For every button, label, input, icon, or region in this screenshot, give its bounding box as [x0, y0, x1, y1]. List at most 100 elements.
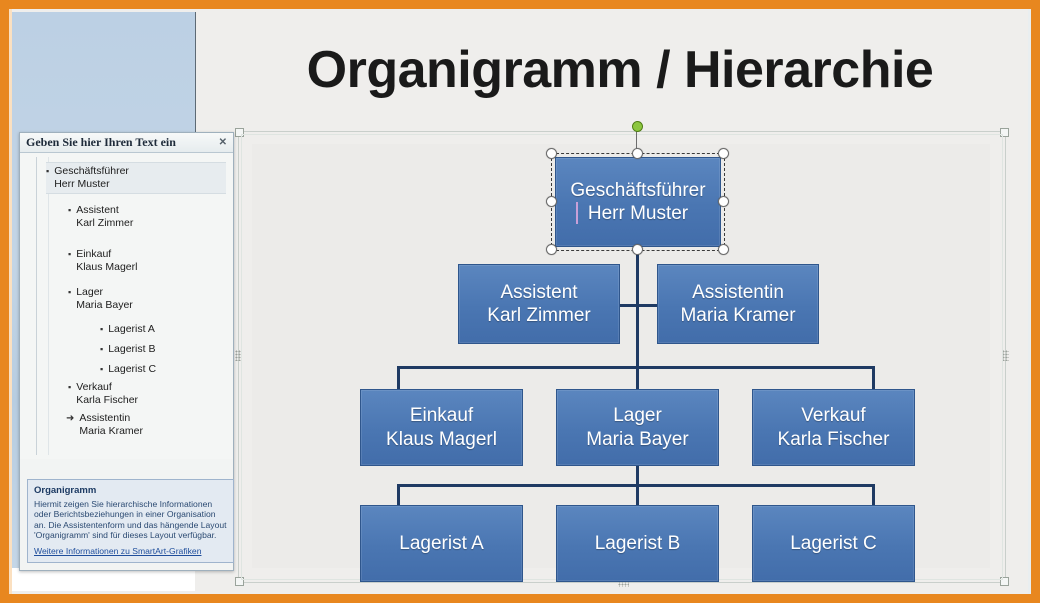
org-node-lagerist-c[interactable]: Lagerist C — [752, 505, 915, 582]
placeholder-handle-top-right[interactable] — [1000, 128, 1009, 137]
resize-handle-bottom-left[interactable] — [546, 244, 557, 255]
list-item[interactable]: ▪ Lagerist C — [100, 363, 156, 376]
placeholder-handle-bottom-middle[interactable] — [618, 580, 629, 587]
list-item-line1: Lager — [76, 286, 104, 298]
connector-drop-lagerist-a — [397, 484, 400, 506]
frame-border-top — [0, 0, 1040, 9]
org-node-einkauf[interactable]: Einkauf Klaus Magerl — [360, 389, 523, 466]
smartart-placeholder-frame[interactable] — [235, 128, 1009, 587]
placeholder-handle-bottom-right[interactable] — [1000, 577, 1009, 586]
org-node-line1: Lagerist C — [790, 532, 877, 554]
list-item-line2: Maria Bayer — [76, 298, 133, 311]
list-item[interactable]: ▪ Lagerist A — [100, 323, 155, 336]
resize-handle-top-center[interactable] — [632, 148, 643, 159]
more-info-link[interactable]: Weitere Informationen zu SmartArt-Grafik… — [34, 545, 202, 556]
list-item-label: Geschäftsführer Herr Muster — [54, 165, 129, 190]
list-item-label: Lagerist B — [108, 343, 156, 355]
resize-handle-top-right[interactable] — [718, 148, 729, 159]
connector-lager-trunk — [636, 464, 639, 486]
left-panel-footer — [12, 568, 195, 591]
close-icon[interactable]: ✕ — [218, 136, 227, 148]
org-node-geschaeftsfuehrer[interactable]: Geschäftsführer Herr Muster — [555, 157, 721, 247]
list-item[interactable]: ➜ Assistentin Maria Kramer — [66, 412, 143, 437]
slide-canvas: Organigramm / Hierarchie — [12, 12, 1028, 591]
list-item-line1: Einkauf — [76, 248, 112, 260]
arrow-bullet-icon: ➜ — [66, 413, 75, 424]
list-item[interactable]: ▪ Lagerist B — [100, 343, 155, 356]
frame-border-bottom — [0, 594, 1040, 603]
outline-rail-secondary — [48, 157, 49, 455]
list-item[interactable]: ▪ Geschäftsführer Herr Muster — [46, 162, 226, 194]
resize-handle-top-left[interactable] — [546, 148, 557, 159]
bullet-icon: ▪ — [46, 166, 50, 176]
text-pane-header: Geben Sie hier Ihren Text ein ✕ — [20, 133, 233, 153]
bullet-icon: ▪ — [68, 205, 72, 215]
resize-handle-middle-right[interactable] — [718, 196, 729, 207]
bullet-icon: ▪ — [68, 382, 72, 392]
list-item-label: Einkauf Klaus Magerl — [76, 248, 137, 273]
org-node-line1: Assistentin — [692, 281, 784, 303]
list-item[interactable]: ▪ Einkauf Klaus Magerl — [68, 248, 137, 273]
list-item-line1: Assistentin — [79, 412, 131, 424]
placeholder-handle-right-middle[interactable] — [1002, 350, 1009, 361]
page-title: Organigramm / Hierarchie — [306, 41, 934, 99]
org-node-lagerist-b[interactable]: Lagerist B — [556, 505, 719, 582]
frame-border-right — [1031, 0, 1040, 603]
list-item-label: Lagerist C — [108, 363, 157, 375]
connector-drop-verkauf — [872, 366, 875, 390]
list-item-line2: Klaus Magerl — [76, 260, 138, 273]
org-node-line1: Assistent — [500, 281, 578, 303]
list-item-label: Lagerist A — [108, 323, 155, 335]
placeholder-handle-left-middle[interactable] — [235, 350, 242, 361]
list-item-line1: Verkauf — [76, 381, 112, 393]
bullet-icon: ▪ — [100, 344, 104, 354]
list-item-label: Lager Maria Bayer — [76, 286, 133, 311]
connector-assistant-left-stub — [618, 304, 638, 307]
rotate-handle[interactable] — [632, 121, 643, 132]
org-node-line1: Einkauf — [409, 405, 474, 427]
resize-handle-middle-left[interactable] — [546, 196, 557, 207]
org-node-line1: Lager — [613, 405, 662, 427]
frame-inner-right — [1028, 9, 1031, 594]
list-item[interactable]: ▪ Verkauf Karla Fischer — [68, 381, 138, 406]
frame-inner-left — [9, 9, 12, 594]
org-node-line2: Maria Kramer — [680, 305, 796, 326]
layout-description-box: Organigramm Hiermit zeigen Sie hierarchi… — [27, 478, 234, 563]
text-caret — [576, 202, 578, 224]
org-node-assistentin[interactable]: Assistentin Maria Kramer — [657, 264, 819, 344]
resize-handle-bottom-right[interactable] — [718, 244, 729, 255]
list-item[interactable]: ▪ Assistent Karl Zimmer — [68, 204, 133, 229]
placeholder-handle-top-left[interactable] — [235, 128, 244, 137]
placeholder-handle-bottom-left[interactable] — [235, 577, 244, 586]
org-node-lager[interactable]: Lager Maria Bayer — [556, 389, 719, 466]
resize-handle-bottom-center[interactable] — [632, 244, 643, 255]
bullet-icon: ▪ — [100, 324, 104, 334]
org-node-line2: Maria Bayer — [586, 428, 689, 450]
org-node-lagerist-a[interactable]: Lagerist A — [360, 505, 523, 582]
list-item-line2: Maria Kramer — [79, 424, 143, 437]
org-node-line1: Lagerist A — [399, 532, 484, 554]
smartart-canvas[interactable]: Geschäftsführer Herr Muster Assistent Ka… — [252, 121, 990, 582]
frame-border-left — [0, 0, 9, 603]
org-node-line1: Verkauf — [801, 405, 866, 427]
layout-description-body: Hiermit zeigen Sie hierarchische Informa… — [34, 498, 227, 541]
org-node-line1: Geschäftsführer — [570, 179, 706, 201]
list-item-line1: Geschäftsführer — [54, 165, 129, 177]
rotate-handle-stem — [636, 130, 637, 153]
bullet-icon: ▪ — [100, 364, 104, 374]
org-node-line2: Karl Zimmer — [487, 305, 591, 326]
smartart-text-pane[interactable]: Geben Sie hier Ihren Text ein ✕ ▪ Geschä… — [19, 132, 234, 571]
list-item-label: Assistent Karl Zimmer — [76, 204, 133, 229]
connector-drop-lagerist-b — [636, 484, 639, 506]
org-node-assistent[interactable]: Assistent Karl Zimmer — [458, 264, 620, 344]
connector-assistant-right-stub — [636, 304, 657, 307]
list-item[interactable]: ▪ Lager Maria Bayer — [68, 286, 133, 311]
org-node-line2: Herr Muster — [587, 203, 689, 224]
text-pane-outline[interactable]: ▪ Geschäftsführer Herr Muster ▪ Assisten… — [20, 153, 233, 459]
list-item-label: Verkauf Karla Fischer — [76, 381, 138, 406]
org-node-verkauf[interactable]: Verkauf Karla Fischer — [752, 389, 915, 466]
list-item-line2: Karla Fischer — [76, 393, 139, 406]
outline-rail-primary — [36, 157, 37, 455]
list-item-line2: Karl Zimmer — [76, 216, 134, 229]
